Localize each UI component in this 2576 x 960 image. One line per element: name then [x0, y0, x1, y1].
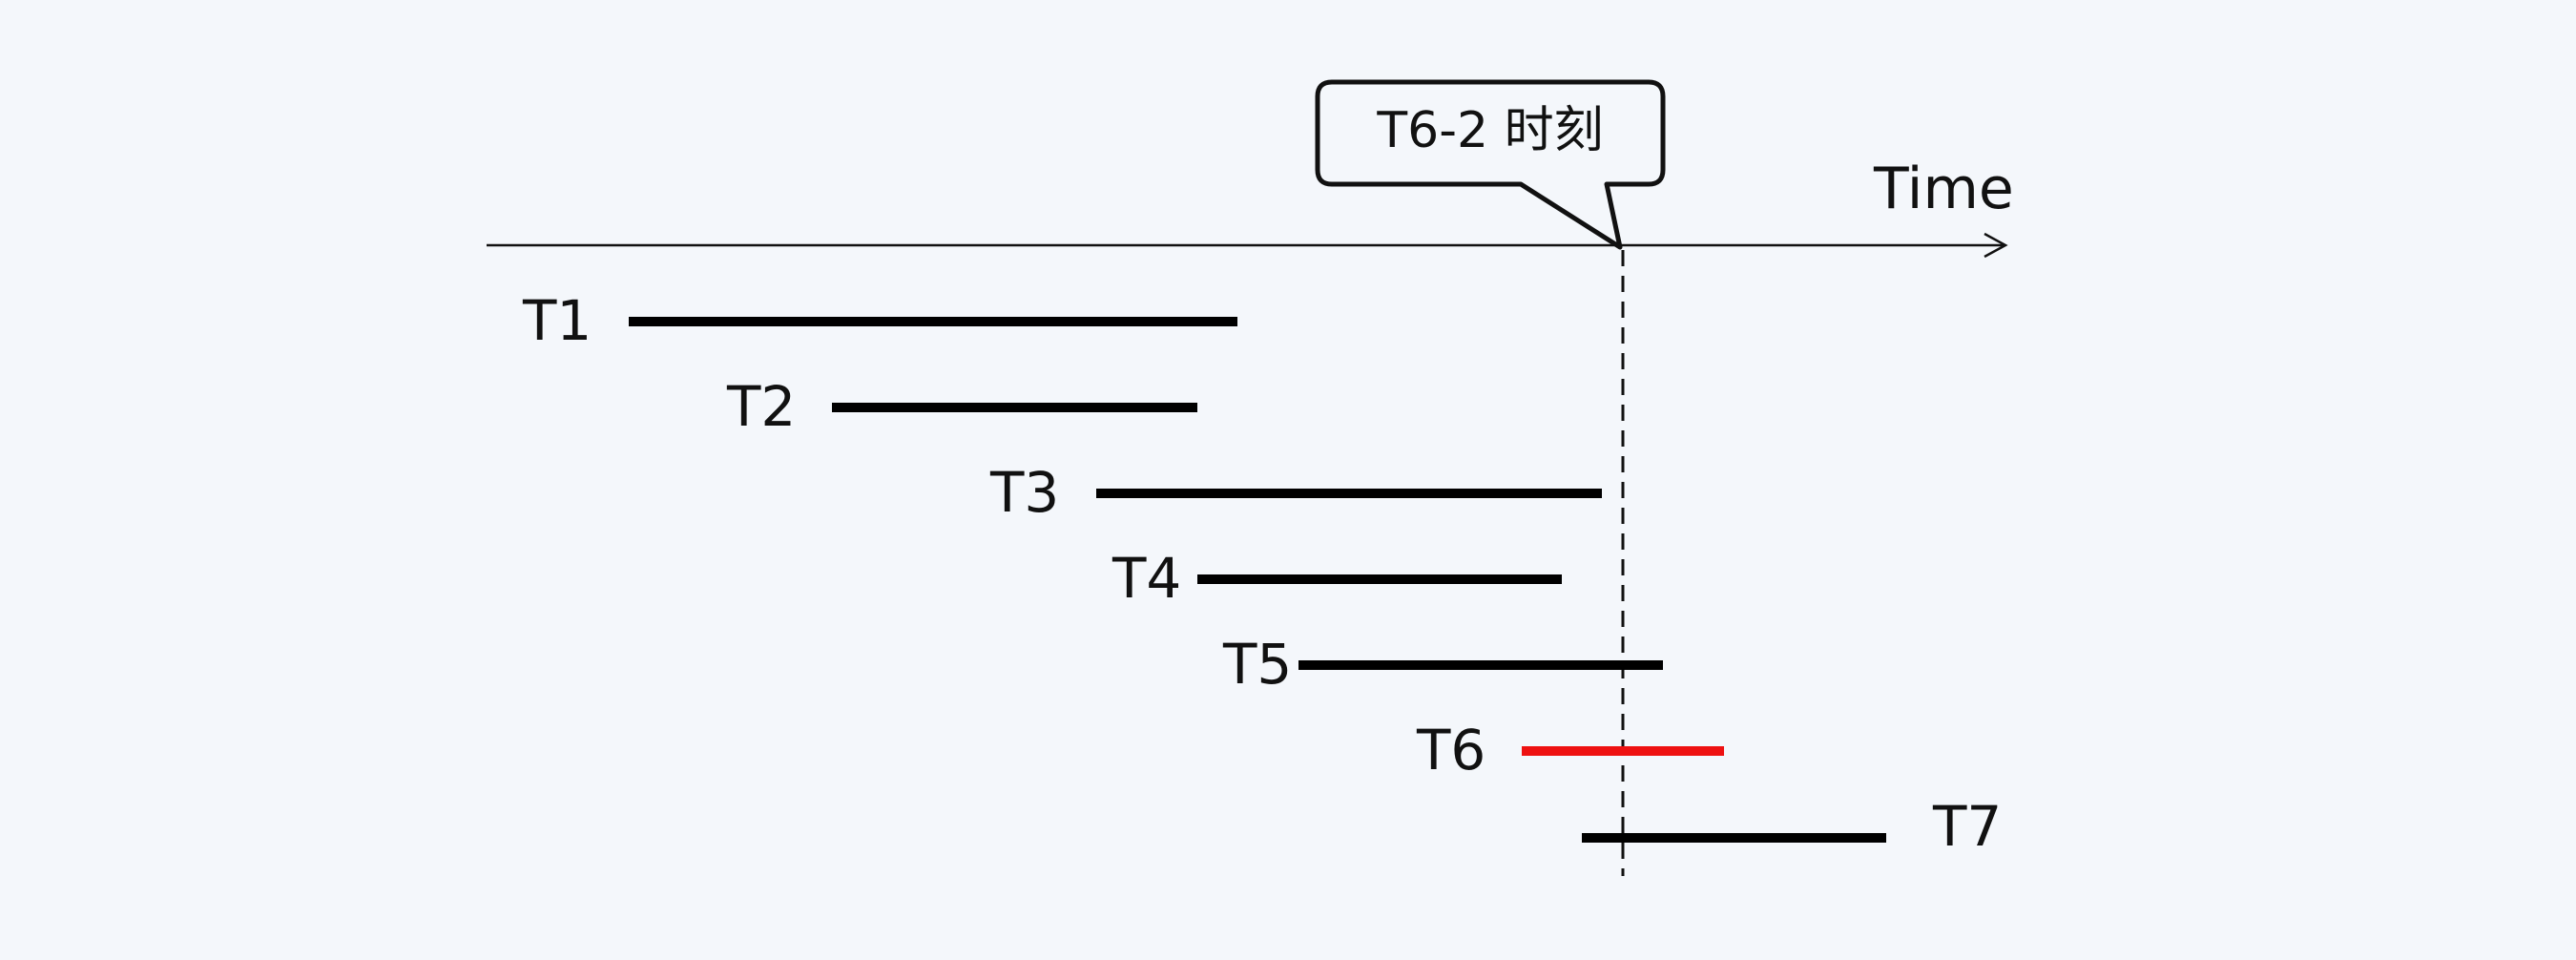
task-label: T2 — [726, 374, 796, 439]
time-axis-arrowhead-icon — [1984, 232, 2008, 259]
task-label: T3 — [989, 460, 1059, 525]
task-label: T1 — [522, 288, 592, 353]
task-label: T7 — [1932, 794, 2002, 859]
task-row-t5: T5 — [1222, 632, 1663, 697]
task-row-t3: T3 — [989, 460, 1602, 525]
task-label: T5 — [1222, 632, 1292, 697]
moment-callout: T6-2 时刻 — [1315, 79, 1666, 250]
task-label: T4 — [1111, 546, 1181, 611]
time-axis-label: Time — [1873, 156, 2014, 222]
task-row-t4: T4 — [1111, 546, 1562, 611]
time-axis: Time — [487, 156, 2014, 259]
callout-bubble — [1315, 79, 1666, 250]
task-label: T6 — [1416, 718, 1485, 783]
task-row-t1: T1 — [522, 288, 1237, 353]
task-row-t7: T7 — [1582, 794, 2002, 859]
task-row-t6: T6 — [1416, 718, 1724, 783]
callout-label: T6-2 时刻 — [1376, 102, 1603, 159]
task-row-t2: T2 — [726, 374, 1197, 439]
